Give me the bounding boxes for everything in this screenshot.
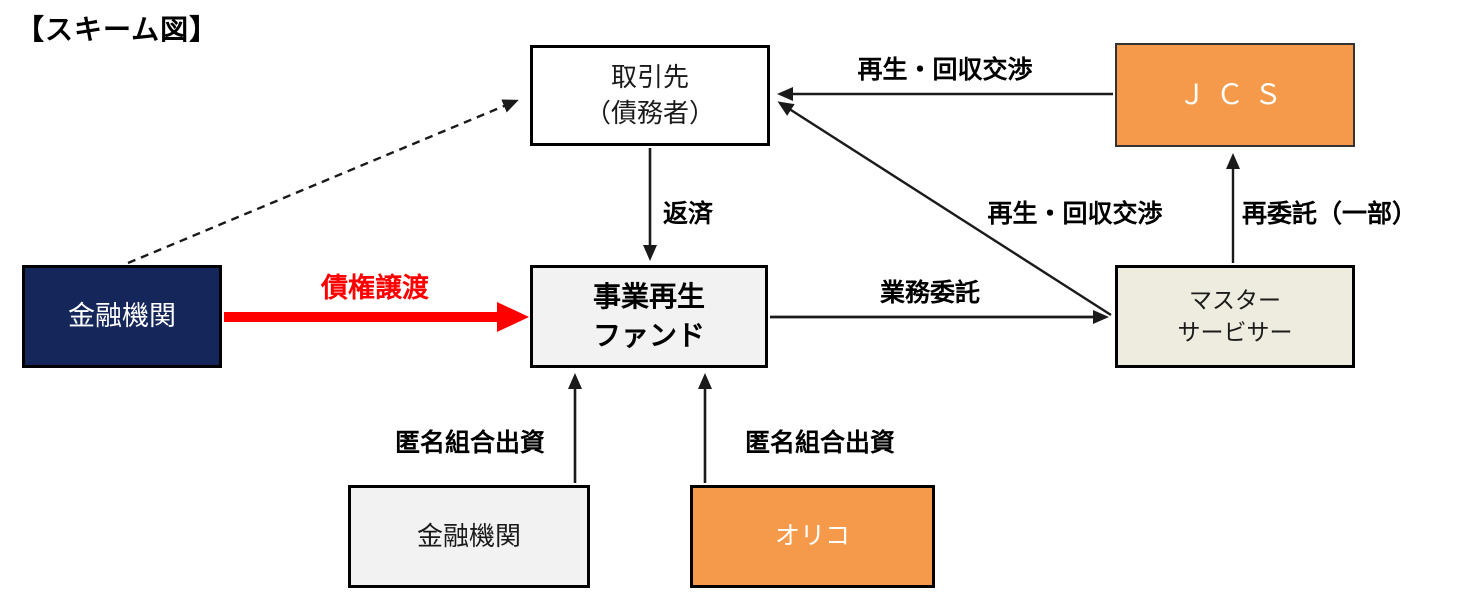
arrow-dashed-kinyu-to-torihikisaki	[127, 99, 519, 265]
label-tokumei-kumiai-right: 匿名組合出資	[744, 429, 895, 457]
arrow-saisei-kaishu-diag	[777, 101, 1112, 317]
node-kinyu-kikan-left-label: 金融機関	[68, 300, 176, 331]
label-hensai: 返済	[663, 200, 714, 228]
node-jcs: ＪＣＳ	[1115, 43, 1355, 147]
label-saisei-kaishu-diag: 再生・回収交渉	[987, 200, 1163, 228]
node-kinyu-kikan-bottom-label: 金融機関	[416, 520, 521, 551]
node-torihikisaki: 取引先 （債務者）	[530, 45, 770, 146]
node-master-servicer-line1: マスター	[1189, 286, 1281, 313]
node-kinyu-kikan-left: 金融機関	[22, 265, 222, 368]
node-orico-label: オリコ	[774, 522, 850, 551]
node-orico: オリコ	[690, 485, 935, 588]
label-saiken-joto: 債権譲渡	[321, 273, 429, 303]
node-fund-line1: 事業再生	[592, 280, 705, 312]
node-jcs-label: ＪＣＳ	[1177, 78, 1292, 110]
node-fund-line2: ファンド	[592, 319, 705, 351]
node-jigyo-saisei-fund: 事業再生 ファンド	[530, 265, 768, 368]
arrow-saiken-joto	[224, 302, 529, 332]
node-kinyu-kikan-bottom: 金融機関	[348, 485, 590, 588]
node-master-servicer: マスター サービサー	[1115, 265, 1355, 368]
label-saiitaku: 再委託（一部）	[1242, 200, 1418, 228]
node-torihikisaki-line2: （債務者）	[584, 97, 715, 128]
label-gyomu-itaku: 業務委託	[879, 279, 980, 307]
page-title: 【スキーム図】	[16, 14, 219, 45]
label-tokumei-kumiai-left: 匿名組合出資	[394, 429, 545, 457]
node-master-servicer-line2: サービサー	[1177, 318, 1293, 345]
label-saisei-kaishu-top: 再生・回収交渉	[857, 56, 1033, 84]
node-torihikisaki-line1: 取引先	[610, 61, 689, 92]
